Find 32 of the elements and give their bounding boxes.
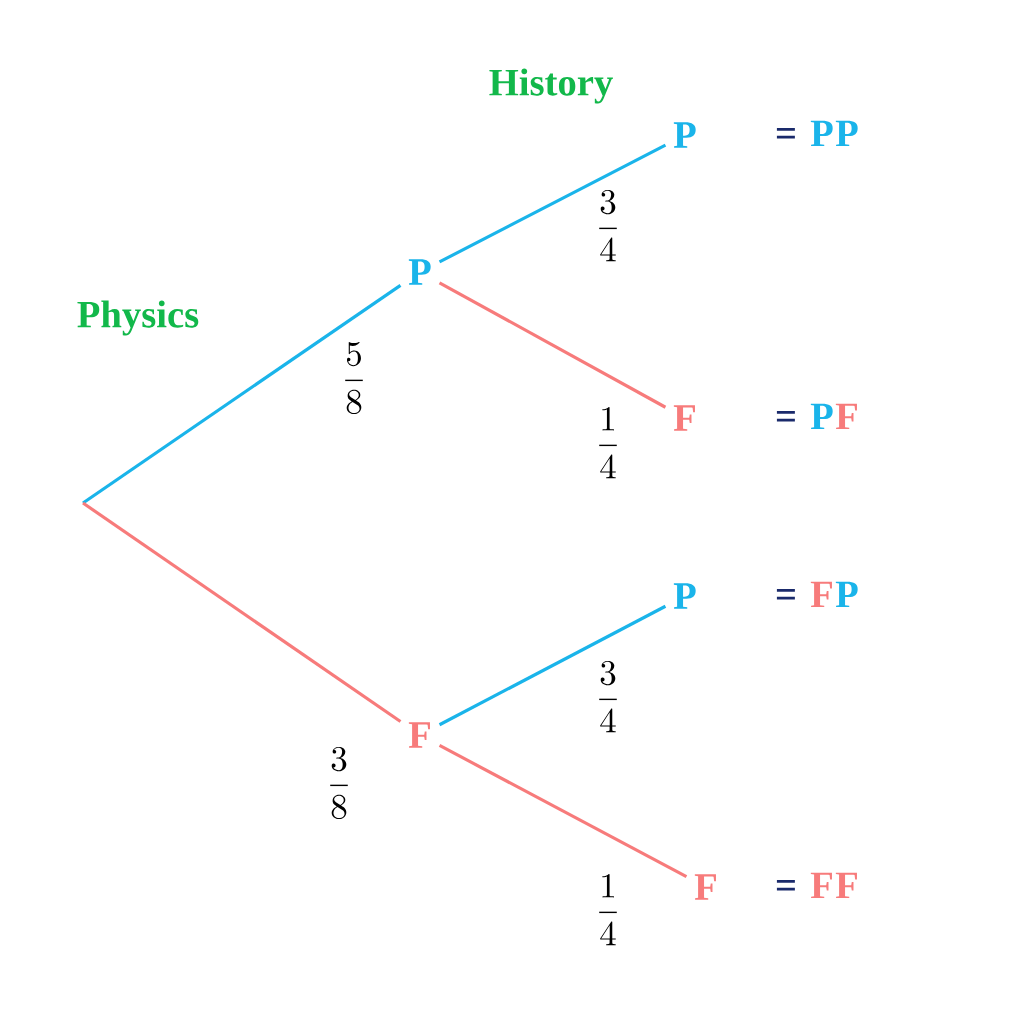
outcome-letter: F bbox=[408, 722, 430, 748]
outcome-letter: F bbox=[694, 874, 716, 900]
equals-sign: = bbox=[776, 411, 795, 422]
branch-line bbox=[438, 744, 688, 879]
branch-line bbox=[438, 281, 667, 409]
branch-line bbox=[82, 284, 402, 505]
equals-sign: = bbox=[776, 128, 795, 139]
probability-fraction: $\frac{5}{8}$ bbox=[345, 341, 363, 415]
outcome-letter: P bbox=[810, 120, 833, 146]
probability-fraction: $\frac{1}{4}$ bbox=[599, 406, 617, 479]
equals-sign: = bbox=[776, 880, 795, 891]
outcome-letter: F bbox=[835, 872, 857, 898]
outcome-letter: P bbox=[673, 122, 696, 148]
probability-fraction: $\frac{1}{4}$ bbox=[599, 873, 617, 946]
equals-sign: = bbox=[776, 589, 795, 600]
outcome-letter: F bbox=[810, 581, 832, 607]
outcome-letter: F bbox=[810, 872, 832, 898]
outcome-letter: P bbox=[835, 581, 858, 607]
outcome-letter: P bbox=[835, 120, 858, 146]
probability-fraction: $\frac{3}{4}$ bbox=[599, 660, 617, 733]
branch-line bbox=[438, 143, 667, 264]
category-heading: History bbox=[489, 68, 613, 104]
branch-line bbox=[82, 501, 402, 723]
outcome-letter: P bbox=[673, 583, 696, 609]
outcome-letter: P bbox=[810, 403, 833, 429]
outcome-letter: F bbox=[835, 403, 857, 429]
probability-fraction: $\frac{3}{4}$ bbox=[599, 189, 617, 262]
outcome-letter: F bbox=[673, 405, 695, 431]
category-heading: Physics bbox=[77, 300, 199, 336]
outcome-letter: P bbox=[408, 259, 431, 285]
branch-line bbox=[438, 604, 667, 727]
probability-fraction: $\frac{3}{8}$ bbox=[330, 746, 348, 820]
